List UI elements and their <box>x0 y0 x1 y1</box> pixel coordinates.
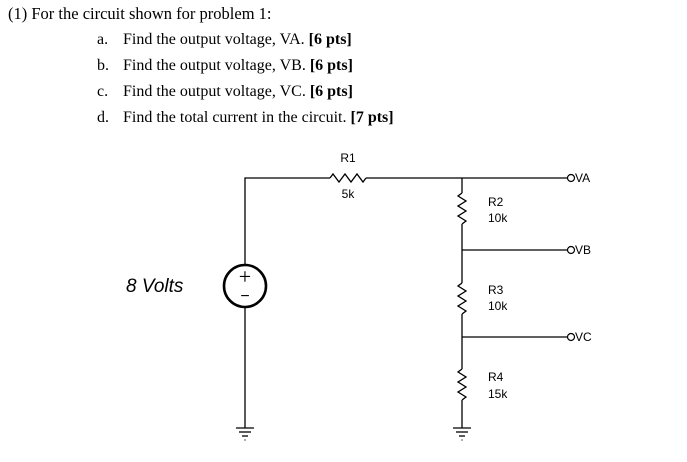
question-d: d. Find the total current in the circuit.… <box>97 109 394 127</box>
question-letter: c. <box>97 83 109 100</box>
output-vb-label: VB <box>575 243 591 257</box>
resistor-r3-value: 10k <box>488 299 508 313</box>
terminal-vc-icon <box>566 332 576 342</box>
ground-source-icon <box>236 427 254 441</box>
question-points: [7 pts] <box>350 109 394 126</box>
question-a: a. Find the output voltage, VA.[6 pts] <box>97 31 352 49</box>
wire-source-top <box>244 177 330 265</box>
question-c: c. Find the output voltage, VC.[6 pts] <box>97 83 353 101</box>
question-points: [6 pts] <box>308 31 352 48</box>
resistor-r2-symbol <box>456 192 468 225</box>
resistor-r1-value: 5k <box>342 187 356 201</box>
resistor-r3-name: R3 <box>488 283 504 297</box>
resistor-r4-symbol <box>456 368 468 401</box>
output-va-label: VA <box>575 171 590 185</box>
question-points: [6 pts] <box>309 83 353 100</box>
question-letter: b. <box>97 57 109 74</box>
question-b: b. Find the output voltage, VB.[6 pts] <box>97 57 353 75</box>
source-label: 8 Volts <box>126 276 184 297</box>
source-minus-sign: − <box>240 288 249 305</box>
output-vc-label: VC <box>575 330 592 344</box>
resistor-r3-symbol <box>456 282 468 315</box>
resistor-r1-name: R1 <box>340 151 356 165</box>
resistor-r4-value: 15k <box>488 387 508 401</box>
resistor-r2-name: R2 <box>488 195 504 209</box>
question-points: [6 pts] <box>309 57 353 74</box>
question-text: Find the output voltage, VA. <box>123 31 305 48</box>
resistor-r1-symbol <box>329 172 367 184</box>
resistor-r2-value: 10k <box>488 211 508 225</box>
question-letter: d. <box>97 109 109 126</box>
resistor-r4-name: R4 <box>488 370 504 384</box>
question-text: Find the output voltage, VC. <box>123 83 306 100</box>
question-text: Find the output voltage, VB. <box>123 57 306 74</box>
problem-header: (1) For the circuit shown for problem 1: <box>8 4 272 23</box>
voltage-source <box>222 263 268 309</box>
terminal-va-icon <box>566 173 576 183</box>
terminal-vb-icon <box>566 245 576 255</box>
question-text: Find the total current in the circuit. <box>123 109 347 126</box>
question-letter: a. <box>97 31 109 48</box>
source-plus-sign: + <box>239 264 251 289</box>
ground-ladder-icon <box>453 427 471 441</box>
